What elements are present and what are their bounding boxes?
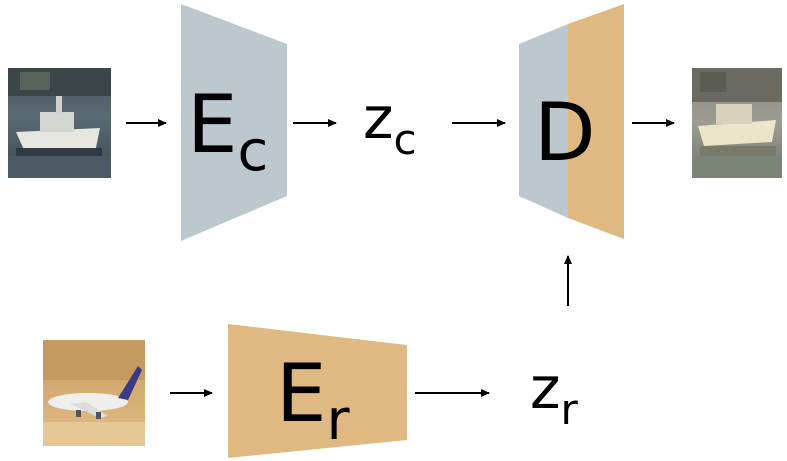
content-encoder-subscript: c [238, 119, 269, 184]
decoder-shape [519, 4, 624, 239]
decoder-label: D [534, 86, 596, 179]
residual-encoder-shape [228, 324, 407, 458]
boat-thumbnail [8, 68, 111, 178]
content-encoder-label: E [187, 78, 238, 171]
residual-encoder-subscript: r [327, 388, 351, 453]
svg-text:zc: zc [363, 84, 417, 164]
content-latent-subscript: c [393, 115, 416, 164]
residual-latent-subscript: r [560, 385, 578, 434]
residual-encoder-label: E [276, 347, 327, 440]
residual-latent-label: z [530, 354, 560, 422]
svg-text:zr: zr [530, 354, 578, 434]
content-encoder-shape [181, 4, 287, 241]
airplane-thumbnail [43, 340, 145, 446]
reconstructed-boat-thumbnail [692, 68, 782, 178]
svg-text:Ec: Ec [187, 78, 268, 184]
content-latent-label: z [363, 84, 393, 152]
svg-text:Er: Er [276, 347, 351, 453]
